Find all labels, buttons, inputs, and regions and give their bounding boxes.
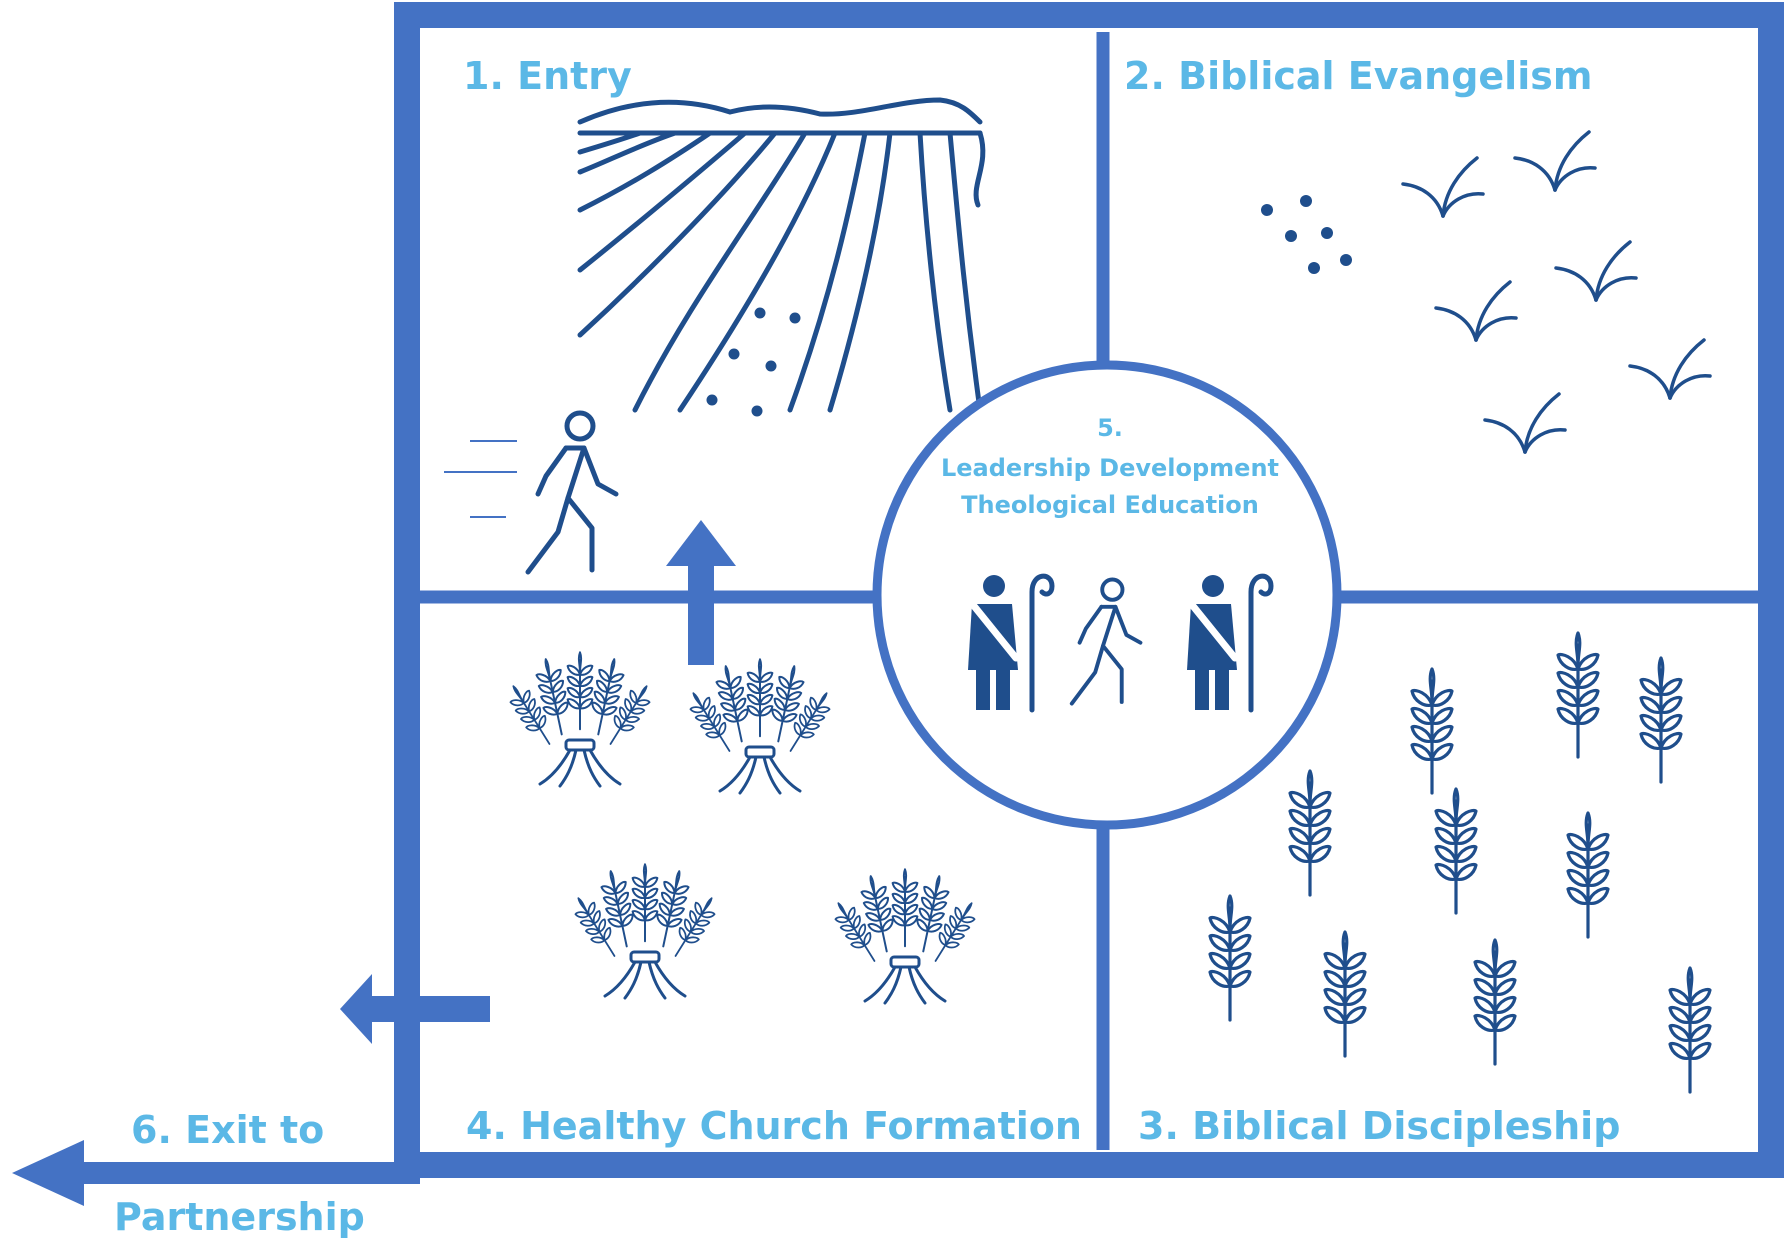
exit-label-line2: Partnership bbox=[114, 1195, 365, 1239]
center-line1: Leadership Development bbox=[940, 454, 1280, 482]
label-evangelism: 2. Biblical Evangelism bbox=[1124, 54, 1593, 98]
label-discipleship: 3. Biblical Discipleship bbox=[1138, 1104, 1621, 1148]
field-icon bbox=[577, 97, 986, 413]
label-church: 4. Healthy Church Formation bbox=[466, 1104, 1082, 1148]
walking-person-icon bbox=[528, 413, 616, 572]
outer-frame bbox=[394, 2, 1784, 1178]
exit-arrow bbox=[12, 1140, 420, 1206]
sprout-icon bbox=[1401, 130, 1712, 454]
up-arrow bbox=[666, 520, 736, 665]
seed-dots-field bbox=[706, 307, 801, 417]
center-number: 5. bbox=[1097, 414, 1123, 442]
exit-label-line1: 6. Exit to bbox=[131, 1108, 325, 1152]
center-line2: Theological Education bbox=[961, 491, 1259, 519]
label-entry: 1. Entry bbox=[463, 54, 632, 98]
seed-icon bbox=[1261, 195, 1352, 274]
motion-lines bbox=[444, 440, 517, 518]
small-left-arrow bbox=[340, 974, 490, 1044]
